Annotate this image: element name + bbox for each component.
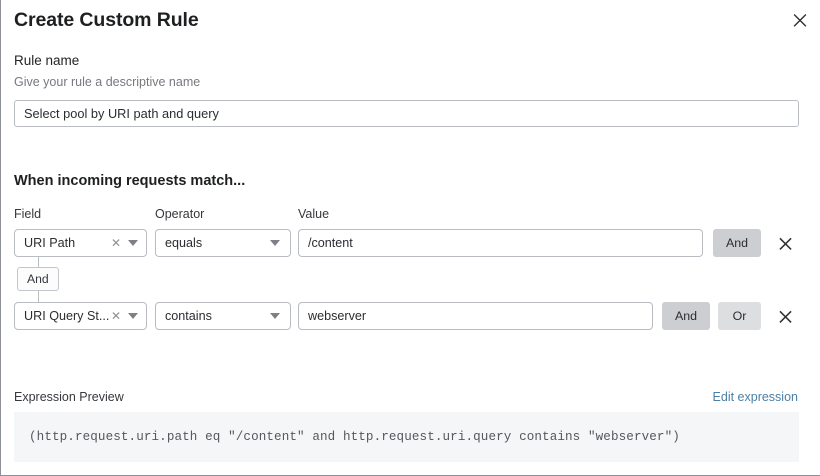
column-header-value: Value [298,207,330,221]
and-button[interactable]: And [662,302,710,330]
expression-code: (http.request.uri.path eq "/content" and… [29,430,680,444]
close-icon[interactable] [787,7,813,33]
delete-icon[interactable] [775,302,795,330]
value-input[interactable] [298,302,653,330]
expression-preview-label: Expression Preview [14,390,124,404]
field-select[interactable]: URI Query St... ✕ [14,302,147,330]
chevron-down-icon [128,313,138,319]
rule-name-label: Rule name [14,53,80,68]
column-header-operator: Operator [155,207,205,221]
or-button[interactable]: Or [718,302,761,330]
field-select-value: URI Path [24,236,76,250]
chevron-down-icon [128,240,138,246]
connector-and-badge[interactable]: And [17,267,59,291]
operator-select-value: contains [165,309,212,323]
edit-expression-link[interactable]: Edit expression [712,390,798,404]
operator-select[interactable]: contains [155,302,291,330]
rule-name-input[interactable] [14,100,799,127]
chevron-down-icon [270,313,280,319]
operator-select[interactable]: equals [155,229,291,257]
dialog-title: Create Custom Rule [14,9,199,31]
operator-select-value: equals [165,236,203,250]
delete-icon[interactable] [775,229,795,257]
conditions-heading: When incoming requests match... [14,173,246,189]
clear-icon[interactable]: ✕ [110,309,121,323]
and-button[interactable]: And [713,229,761,257]
clear-icon[interactable]: ✕ [110,236,121,250]
chevron-down-icon [270,240,280,246]
field-select[interactable]: URI Path ✕ [14,229,147,257]
rule-name-help-text: Give your rule a descriptive name [14,75,201,89]
column-header-field: Field [14,207,42,221]
expression-preview-box: (http.request.uri.path eq "/content" and… [14,412,799,462]
field-select-value: URI Query St... [24,309,109,323]
value-input[interactable] [298,229,703,257]
